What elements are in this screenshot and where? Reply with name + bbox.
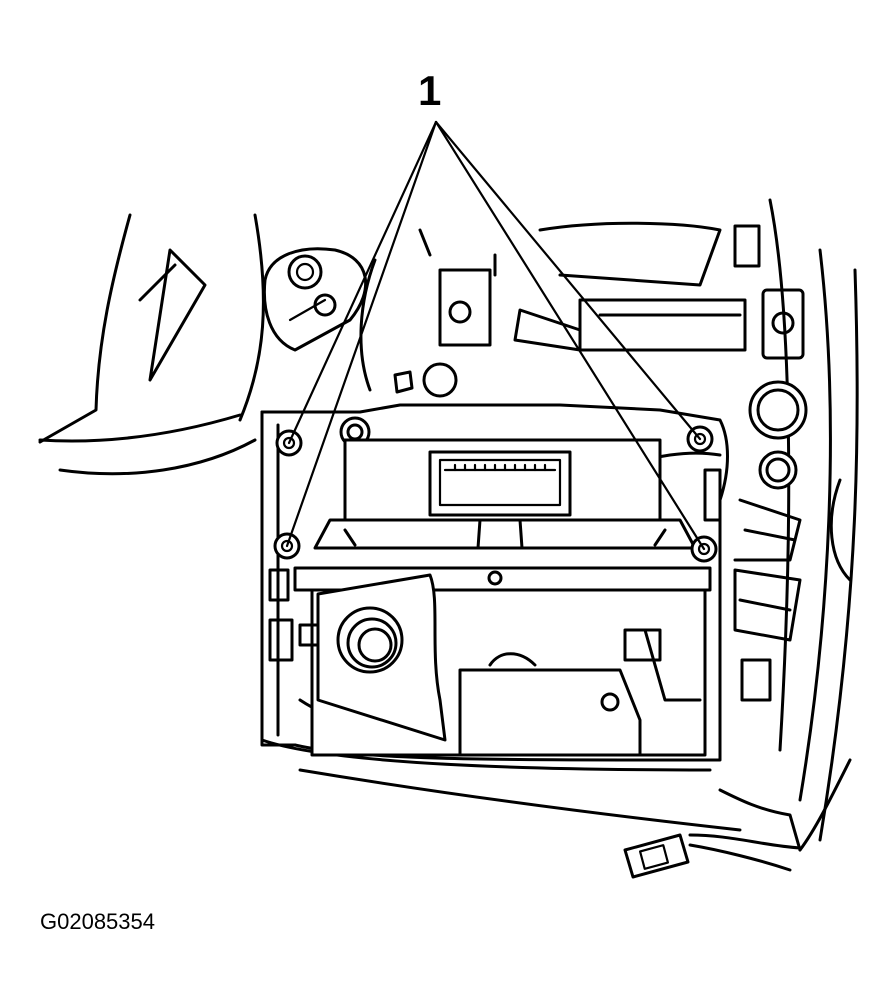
- callout-leader-lines: [285, 120, 706, 551]
- upper-dash: [359, 198, 859, 842]
- right-side-detail: [703, 468, 852, 702]
- radio-unit: [293, 438, 712, 757]
- left-knob-cluster: [262, 247, 367, 352]
- figure-id: G02085354: [40, 909, 155, 934]
- mounting-bracket: [260, 362, 729, 772]
- console-edge-and-connector: [298, 758, 852, 879]
- callout-label: 1: [418, 67, 442, 114]
- steering-wheel-trim: [38, 213, 265, 476]
